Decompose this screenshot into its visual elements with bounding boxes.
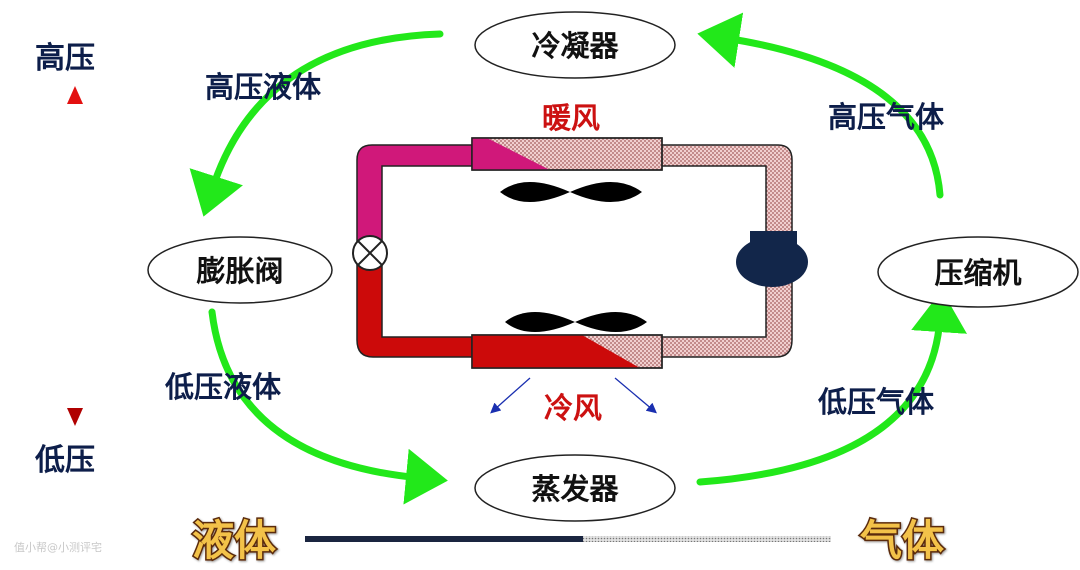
evaporator-ellipse (474, 454, 676, 522)
high-pressure-liquid-label: 高压液体 (205, 70, 322, 104)
cold-air-arrows (490, 377, 657, 414)
low-pressure-liquid-label: 低压液体 (164, 370, 282, 404)
low-pressure-gas-label: 低压气体 (817, 385, 935, 419)
pressure-axis-arrow (67, 86, 83, 426)
compressor-label: 压缩机 (934, 256, 1021, 290)
liquid-label: 液体 (192, 516, 276, 565)
condenser-fan-icon (500, 182, 642, 202)
flow-arrow-evaporator-to-compressor (696, 290, 967, 486)
condenser-ellipse (474, 11, 676, 79)
expansion-valve-ellipse (147, 236, 333, 304)
high-pressure-gas-label: 高压气体 (828, 100, 945, 134)
flow-arrow-compressor-to-condenser (697, 12, 944, 199)
gas-label: 气体 (860, 516, 944, 565)
evaporator-label: 蒸发器 (531, 472, 619, 506)
flow-arrow-valve-to-evaporator (208, 308, 448, 505)
warm-air-label: 暖风 (542, 101, 600, 135)
flow-arrow-condenser-to-valve (189, 30, 444, 217)
compressor-ellipse (877, 236, 1079, 308)
watermark: 值小帮@小测评宅 (14, 540, 102, 554)
flow-arrows (189, 12, 967, 505)
high-pressure-label: 高压 (35, 41, 95, 76)
refrigerant-loop (356, 137, 793, 369)
compressor-symbol (736, 231, 808, 287)
expansion-valve-label: 膨胀阀 (196, 254, 283, 288)
state-bar (305, 536, 831, 542)
condenser-label: 冷凝器 (531, 29, 619, 63)
cold-air-label: 冷风 (544, 391, 602, 425)
low-pressure-label: 低压 (34, 443, 95, 478)
expansion-valve-symbol (352, 235, 388, 271)
evaporator-fan-icon (505, 312, 647, 332)
